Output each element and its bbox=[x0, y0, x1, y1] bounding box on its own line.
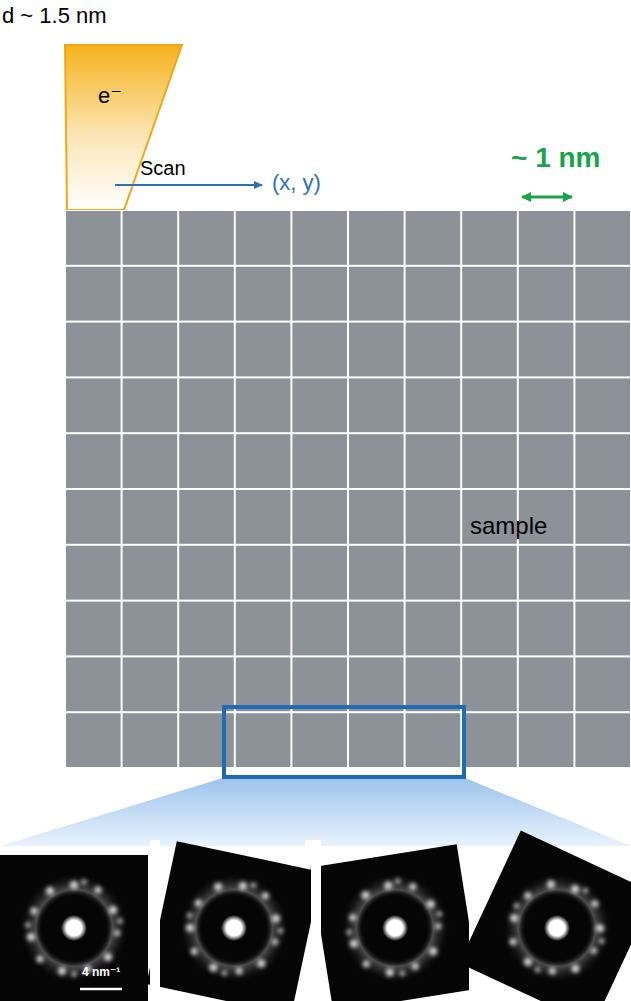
diffraction-pattern bbox=[0, 855, 148, 1001]
probe-size: d ~ 1.5 nm bbox=[2, 4, 107, 28]
diffraction-pattern bbox=[459, 831, 631, 1001]
diffraction-pattern bbox=[146, 841, 321, 1001]
beam-label: e⁻ bbox=[98, 84, 122, 108]
dimension-label: ~ 1 nm bbox=[511, 143, 600, 174]
sample-grid-ground bbox=[65, 210, 631, 768]
diffraction-pattern bbox=[310, 844, 479, 1001]
sample-grid bbox=[65, 210, 631, 768]
scan-arrow bbox=[115, 184, 262, 186]
scan-label: Scan bbox=[140, 157, 186, 179]
position-label: (x, y) bbox=[272, 171, 321, 195]
highlight-box bbox=[224, 707, 464, 777]
zoom-fan bbox=[0, 778, 631, 846]
sample-label: sample bbox=[470, 513, 547, 539]
scale-label: 4 nm⁻¹ bbox=[82, 966, 120, 979]
scale-bar bbox=[80, 988, 122, 991]
dimension-arrow bbox=[522, 196, 572, 199]
